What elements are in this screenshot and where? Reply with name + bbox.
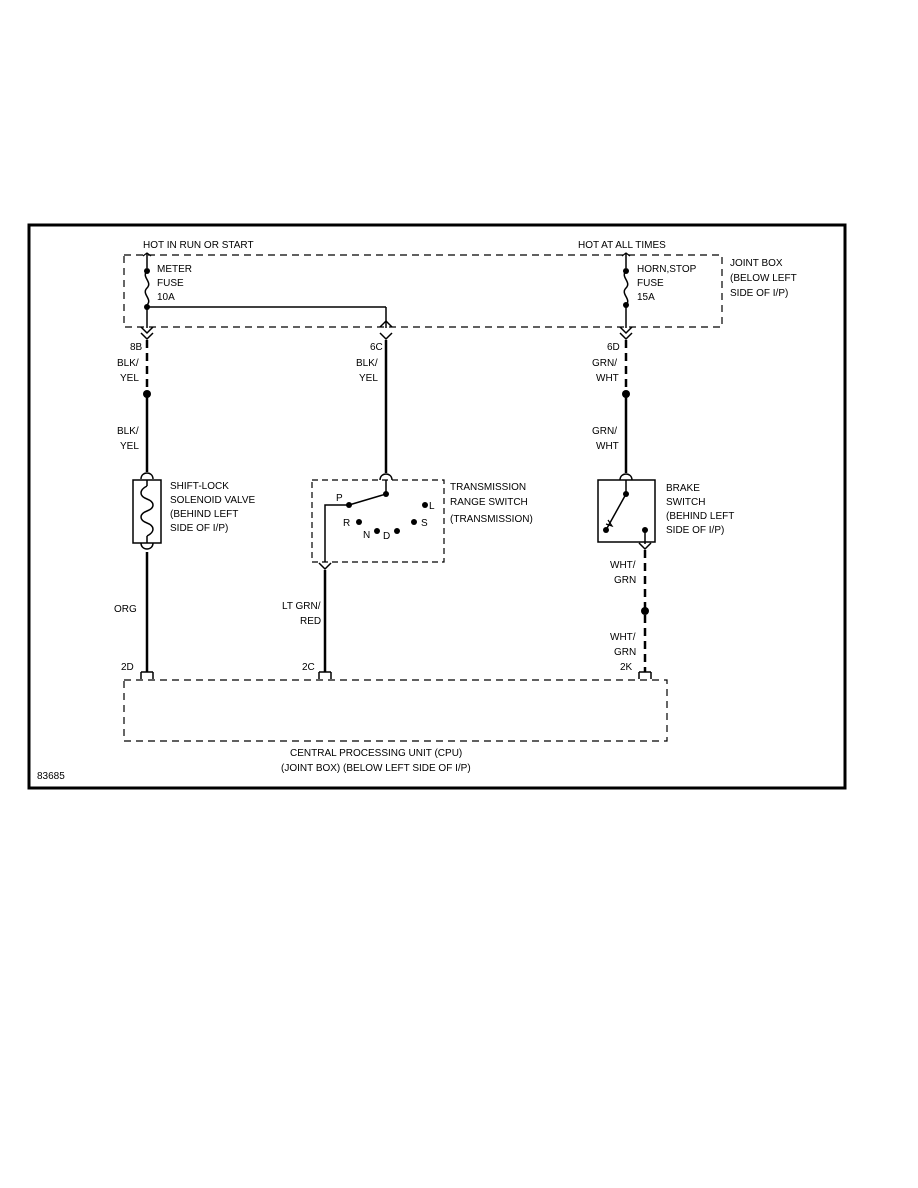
brake-switch-label-1: BRAKE: [666, 483, 700, 494]
solenoid-top-connector: [140, 472, 154, 480]
wire-right-bottom-splice-dot: [641, 607, 649, 615]
solenoid-bottom-connector: [140, 542, 154, 550]
connector-6d-label: 6D: [607, 342, 620, 353]
range-pos-d-label: D: [383, 531, 390, 542]
top-stub-left: [142, 252, 152, 257]
connector-6d-icon: [619, 326, 633, 335]
joint-box-label-3: SIDE OF I/P): [730, 288, 788, 299]
wire-middle-label-2: YEL: [359, 373, 378, 384]
cpu-label-2: (JOINT BOX) (BELOW LEFT SIDE OF I/P): [281, 763, 471, 774]
top-stub-right: [621, 252, 631, 257]
wire-right-lower-label-1: GRN/: [592, 426, 617, 437]
connector-2c-icon: [318, 671, 332, 679]
hot-run-start-label: HOT IN RUN OR START: [143, 240, 254, 251]
wire-left-bottom-label: ORG: [114, 604, 137, 615]
connector-6c-label: 6C: [370, 342, 383, 353]
connector-8b-icon: [140, 326, 154, 335]
connector-2d-label: 2D: [121, 662, 134, 673]
joint-box-label-2: (BELOW LEFT: [730, 273, 797, 284]
range-switch-top-connector: [379, 473, 393, 481]
range-switch-label-2: RANGE SWITCH: [450, 497, 528, 508]
joint-box-label-1: JOINT BOX: [730, 258, 783, 269]
solenoid-label-4: SIDE OF I/P): [170, 523, 228, 534]
brake-switch-label-3: (BEHIND LEFT: [666, 511, 734, 522]
range-pos-s-label: S: [421, 518, 428, 529]
range-switch-arm: [348, 493, 387, 506]
meter-fuse-icon: [144, 270, 150, 306]
range-pos-p-label: P: [336, 493, 343, 504]
horn-fuse-bottom-dot: [623, 302, 629, 308]
range-contact-n: [374, 528, 380, 534]
horn-fuse-label-2: FUSE: [637, 278, 664, 289]
solenoid-label-2: SOLENOID VALVE: [170, 495, 256, 506]
cpu-label-1: CENTRAL PROCESSING UNIT (CPU): [290, 748, 462, 759]
brake-switch-bottom-connector: [638, 542, 652, 551]
meter-fuse-label-2: FUSE: [157, 278, 184, 289]
brake-switch-arm: [605, 493, 627, 531]
diagram-frame: [27, 223, 847, 790]
brake-switch-actuator: [605, 519, 614, 528]
brake-switch-left-contact: [603, 527, 609, 533]
range-contact-d: [394, 528, 400, 534]
connector-6c-icon: [379, 319, 393, 328]
solenoid-label-1: SHIFT-LOCK: [170, 481, 229, 492]
wire-left-upper-label-2: YEL: [120, 373, 139, 384]
horn-stop-fuse-icon: [623, 270, 629, 306]
meter-fuse-label-3: 10A: [157, 292, 175, 303]
cpu-box-outline: [123, 679, 668, 742]
meter-fuse-label-1: METER: [157, 264, 192, 275]
range-switch-box: [311, 479, 445, 563]
range-contact-s: [411, 519, 417, 525]
wire-middle-label-1: BLK/: [356, 358, 378, 369]
solenoid-label-3: (BEHIND LEFT: [170, 509, 238, 520]
range-contact-l: [422, 502, 428, 508]
horn-fuse-label-3: 15A: [637, 292, 655, 303]
range-contact-r: [356, 519, 362, 525]
range-pos-n-label: N: [363, 530, 370, 541]
wire-right-lower-label-2: WHT: [596, 441, 619, 452]
connector-2c-label: 2C: [302, 662, 315, 673]
range-pos-l-label: L: [429, 501, 435, 512]
joint-box-outline: [123, 254, 723, 328]
brake-switch-label-2: SWITCH: [666, 497, 705, 508]
solenoid-coil-icon: [140, 485, 154, 537]
wire-left-upper-label-1: BLK/: [117, 358, 139, 369]
connector-2k-icon: [638, 671, 652, 679]
connector-2d-icon: [140, 671, 154, 679]
range-switch-label-1: TRANSMISSION: [450, 482, 526, 493]
wire-middle-bottom-label-2: RED: [300, 616, 321, 627]
connector-2k-label: 2K: [620, 662, 633, 673]
range-switch-label-3: (TRANSMISSION): [450, 514, 533, 525]
wire-left-lower-label-2: YEL: [120, 441, 139, 452]
wire-right-upper-label-1: GRN/: [592, 358, 617, 369]
wire-right-bottom-upper-label-1: WHT/: [610, 560, 636, 571]
horn-fuse-label-1: HORN,STOP: [637, 264, 697, 275]
range-pos-r-label: R: [343, 518, 350, 529]
range-switch-bottom-connector: [318, 562, 332, 571]
wire-left-lower-label-1: BLK/: [117, 426, 139, 437]
meter-fuse-top-dot: [144, 268, 150, 274]
meter-fuse-circuit: [144, 253, 387, 328]
connector-8b-label: 8B: [130, 342, 143, 353]
meter-fuse-bottom-dot: [144, 304, 150, 310]
wire-right-upper-label-2: WHT: [596, 373, 619, 384]
brake-switch-top-connector: [619, 473, 633, 481]
wire-right-bottom-upper-label-2: GRN: [614, 575, 636, 586]
figure-id: 83685: [37, 771, 65, 782]
wire-middle-bottom-label-1: LT GRN/: [282, 601, 321, 612]
wire-right-bottom-lower-label-2: GRN: [614, 647, 636, 658]
hot-all-times-label: HOT AT ALL TIMES: [578, 240, 666, 251]
wire-right-bottom-lower-label-1: WHT/: [610, 632, 636, 643]
range-switch-p-output: [324, 504, 349, 562]
brake-switch-label-4: SIDE OF I/P): [666, 525, 724, 536]
